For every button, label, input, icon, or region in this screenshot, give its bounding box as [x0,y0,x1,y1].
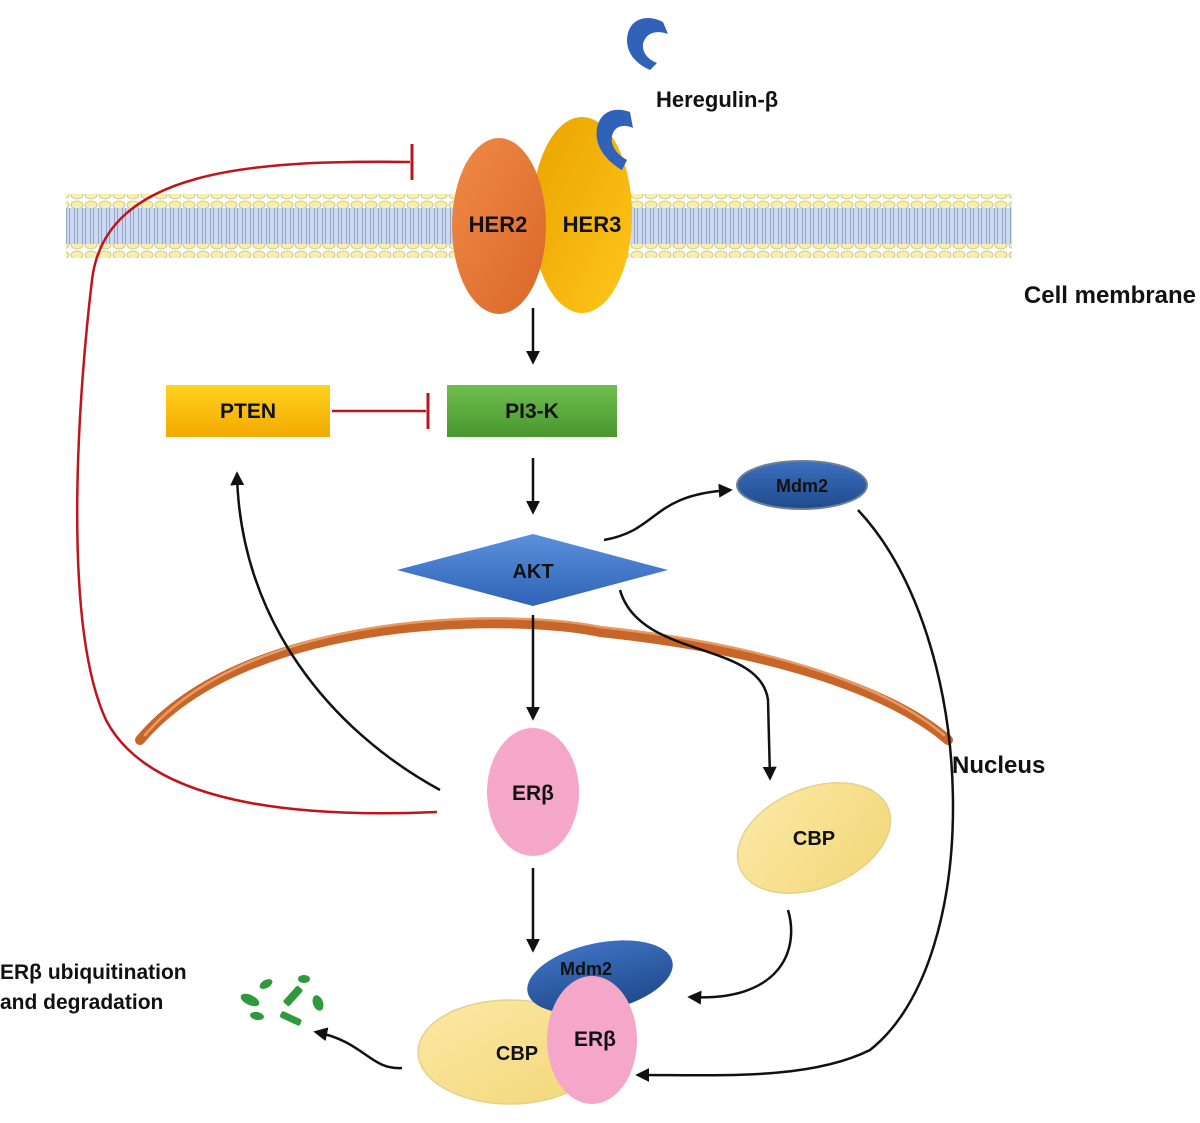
pi3k-node [447,385,617,437]
nuclear-envelope-highlight [143,617,946,737]
heregulin-label: Heregulin-β [656,87,778,112]
heregulin-ligand-bound-icon [596,109,633,170]
pi3k-label: PI3-K [505,400,559,423]
complex-mdm2-label: Mdm2 [560,959,612,979]
akt-label: AKT [512,561,553,583]
pten-label: PTEN [220,400,276,423]
mdm2-label: Mdm2 [776,476,828,496]
nuclear-envelope [135,618,953,745]
edge-akt-to-mdm2 [603,483,733,542]
degradation-label-line1: ERβ ubiquitination [0,961,187,984]
mdm2-node [736,460,868,510]
heregulin-ligand-free-icon [626,17,668,70]
edge-erb-inhibits-her [75,160,438,815]
edge-akt-to-cbp [618,589,777,781]
complex-erb-node [547,976,637,1104]
edge-cbp-to-complex [687,909,793,1005]
edge-mdm2-to-complex [635,509,955,1083]
her3-receptor [532,117,632,313]
akt-node [397,534,668,606]
her2-receptor [452,138,546,314]
edge-erb-to-pten [230,471,441,792]
degradation-fragments-icon [240,975,324,1026]
edge-complex-to-degradation [313,1027,403,1070]
her2-label: HER2 [469,212,528,237]
nucleus-label: Nucleus [952,752,1045,779]
complex-erb-label: ERβ [574,1028,616,1051]
degradation-label-line2: and degradation [0,991,163,1014]
cbp-label: CBP [793,828,835,850]
her3-label: HER3 [563,212,622,237]
mdm2-cbp-erb-complex [417,940,673,1105]
complex-cbp-label: CBP [496,1043,538,1065]
erb-node [487,728,579,856]
erb-label: ERβ [512,782,554,805]
pten-node [166,385,330,437]
cbp-node [736,782,892,894]
cell-membrane-label: Cell membrane [1024,282,1196,309]
